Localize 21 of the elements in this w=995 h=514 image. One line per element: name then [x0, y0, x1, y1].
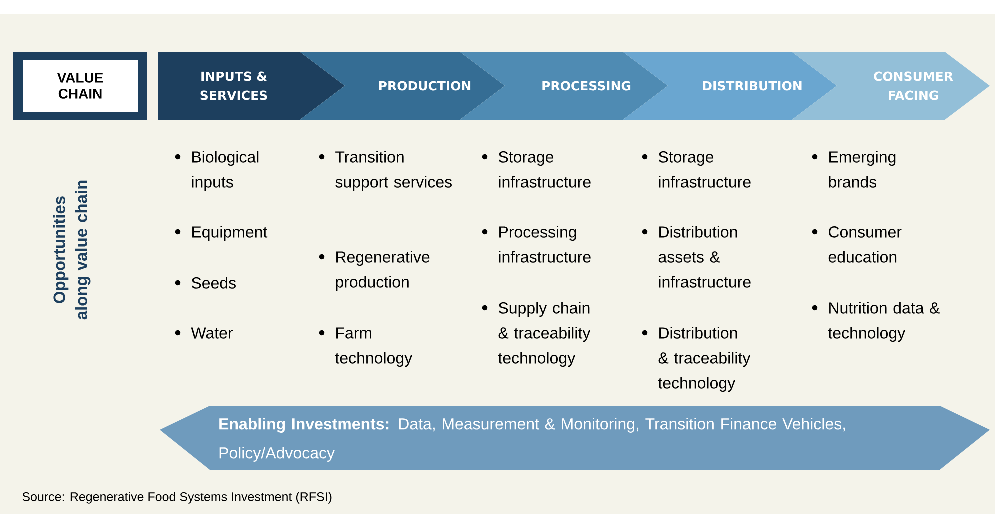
bullet-item: Regenerative production	[319, 251, 430, 292]
bullet-item: Consumer education	[812, 226, 902, 263]
source-caption: Source: Regenerative Food Systems Investment (RFSI)	[22, 492, 332, 504]
bullet-item: Farm technology	[319, 328, 413, 368]
stage-banner: INPUTS & SERVICES	[158, 52, 345, 120]
stage-banner: PRODUCTION	[300, 52, 505, 120]
bullet-item: Equipment	[175, 226, 268, 242]
bullet-item: Processing infrastructure	[482, 226, 591, 263]
side-label: Opportunities along value chain	[53, 180, 91, 320]
bullet-item: Seeds	[175, 277, 236, 289]
bullet-item: Biological inputs	[175, 151, 259, 192]
bullet-item: Storage infrastructure	[482, 152, 591, 188]
bullet-item: Supply chain & traceability technology	[482, 302, 591, 368]
bullet-item: Transition support services	[319, 151, 452, 192]
bullet-item: Distribution assets & infrastructure	[642, 226, 751, 288]
bullet-item: Storage infrastructure	[642, 152, 751, 188]
bullet-item: Emerging brands	[812, 151, 896, 188]
bullet-item: Nutrition data & technology	[812, 302, 940, 342]
bullet-item: Water	[175, 328, 234, 339]
bullet-item: Distribution & traceability technology	[642, 327, 751, 392]
title-box: VALUE CHAIN	[13, 52, 147, 120]
